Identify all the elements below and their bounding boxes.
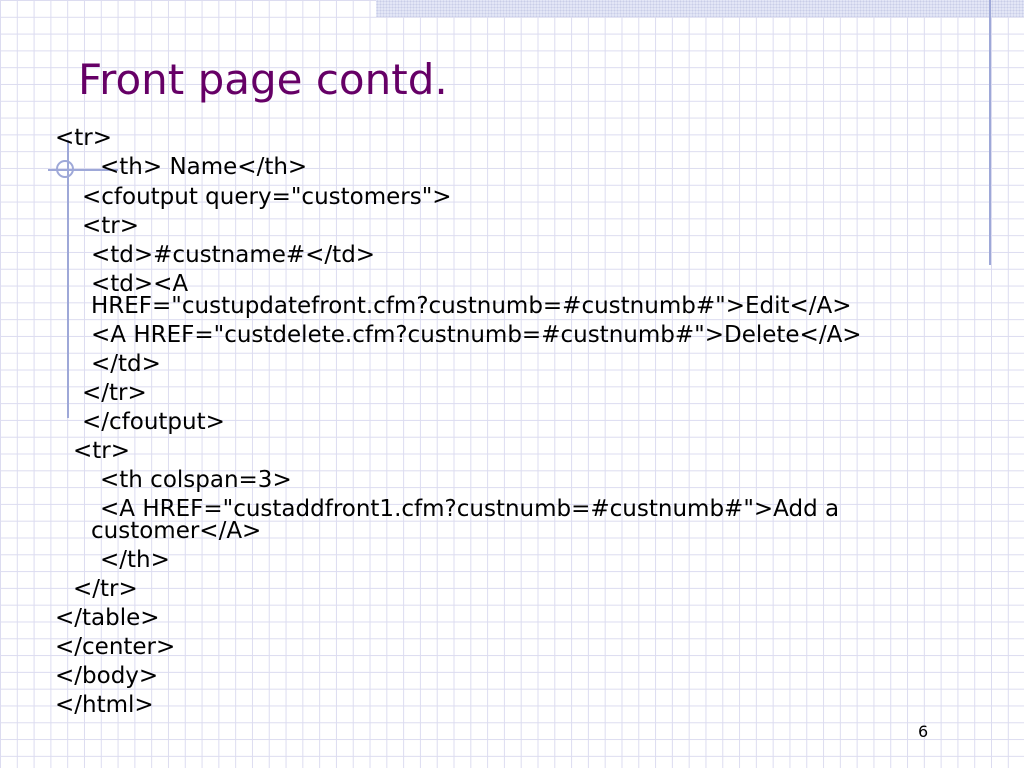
code-line: <th> Name</th> [100, 154, 308, 180]
code-line: <cfoutput query="customers"> [82, 184, 452, 210]
code-line: </body> [55, 663, 159, 689]
code-line: </td> [91, 351, 161, 377]
code-line: <td><A [91, 271, 189, 297]
top-decor-band [376, 0, 1024, 17]
code-line: </html> [55, 692, 154, 718]
slide-title: Front page contd. [78, 55, 448, 104]
page-number: 6 [918, 722, 929, 741]
code-line: <td>#custname#</td> [91, 242, 376, 268]
code-line: HREF="custupdatefront.cfm?custnumb=#cust… [91, 293, 852, 319]
left-decor-line [67, 140, 69, 418]
code-line: </th> [100, 547, 170, 573]
code-line: <tr> [73, 438, 131, 464]
code-line: <A HREF="custaddfront1.cfm?custnumb=#cus… [100, 496, 840, 522]
code-line: customer</A> [91, 518, 262, 544]
code-line: <tr> [55, 125, 113, 151]
code-line: <A HREF="custdelete.cfm?custnumb=#custnu… [91, 322, 862, 348]
horizontal-decor-line [48, 169, 118, 171]
right-decor-line [989, 0, 991, 265]
circle-decor-icon [56, 160, 74, 178]
code-line: </cfoutput> [82, 409, 225, 435]
code-line: </tr> [82, 380, 147, 406]
code-line: </table> [55, 605, 160, 631]
code-line: <tr> [82, 213, 140, 239]
code-line: <th colspan=3> [100, 467, 292, 493]
code-line: </center> [55, 634, 176, 660]
code-line: </tr> [73, 576, 138, 602]
